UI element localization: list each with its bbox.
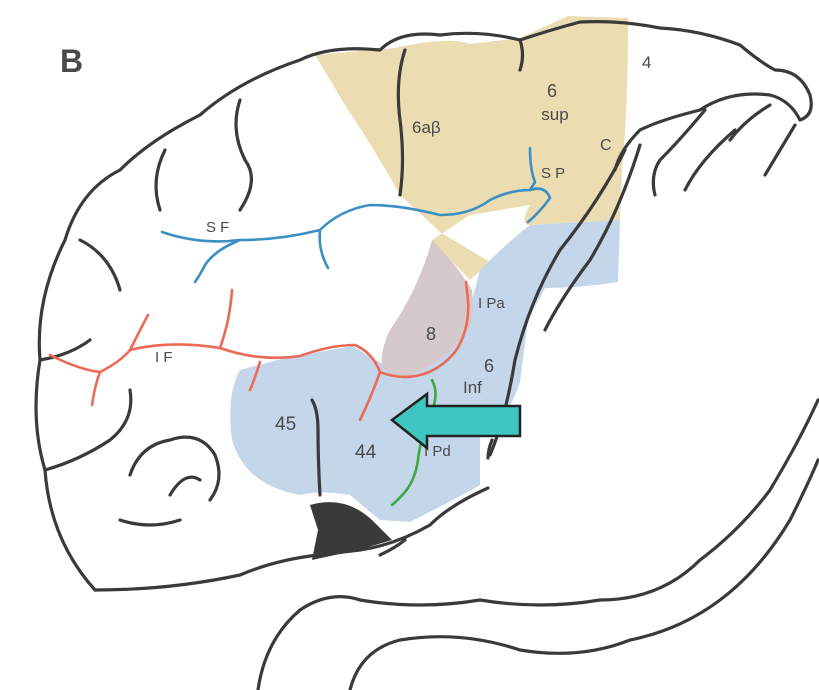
area-44-label: 44 [355, 442, 377, 463]
sulcus-sf-label: S F [206, 219, 229, 236]
area-6inf-number: 6 [484, 356, 494, 376]
sulcus-ipa-label: I Pa [478, 295, 505, 312]
region-blue [230, 220, 620, 522]
area-6sup-number: 6 [547, 81, 557, 101]
sulcus-inferior-precentral-descending [390, 378, 437, 507]
area-6ab-label: 6aβ [412, 118, 441, 137]
sulcus-inferior-frontal [48, 280, 470, 422]
panel-label: B [60, 43, 83, 79]
area-4-label: 4 [642, 53, 651, 72]
sulcus-sp-label: S P [541, 165, 565, 182]
area-6sup-sub: sup [541, 105, 568, 124]
area-6inf-sub: Inf [463, 378, 482, 397]
brain-outline [34, 20, 819, 690]
arrow-left-icon [389, 391, 522, 451]
area-45-label: 45 [275, 414, 296, 435]
region-premotor-yellow [315, 16, 628, 280]
area-8-label: 8 [426, 324, 436, 344]
sulcus-ipd-label: I Pd [424, 443, 451, 460]
sulcus-central-label: C [600, 137, 612, 154]
region-area8-gray [381, 240, 473, 378]
sulcus-if-label: I F [155, 349, 173, 366]
sulcus-superior-frontal [160, 146, 552, 284]
region-dark-fold [310, 502, 392, 560]
